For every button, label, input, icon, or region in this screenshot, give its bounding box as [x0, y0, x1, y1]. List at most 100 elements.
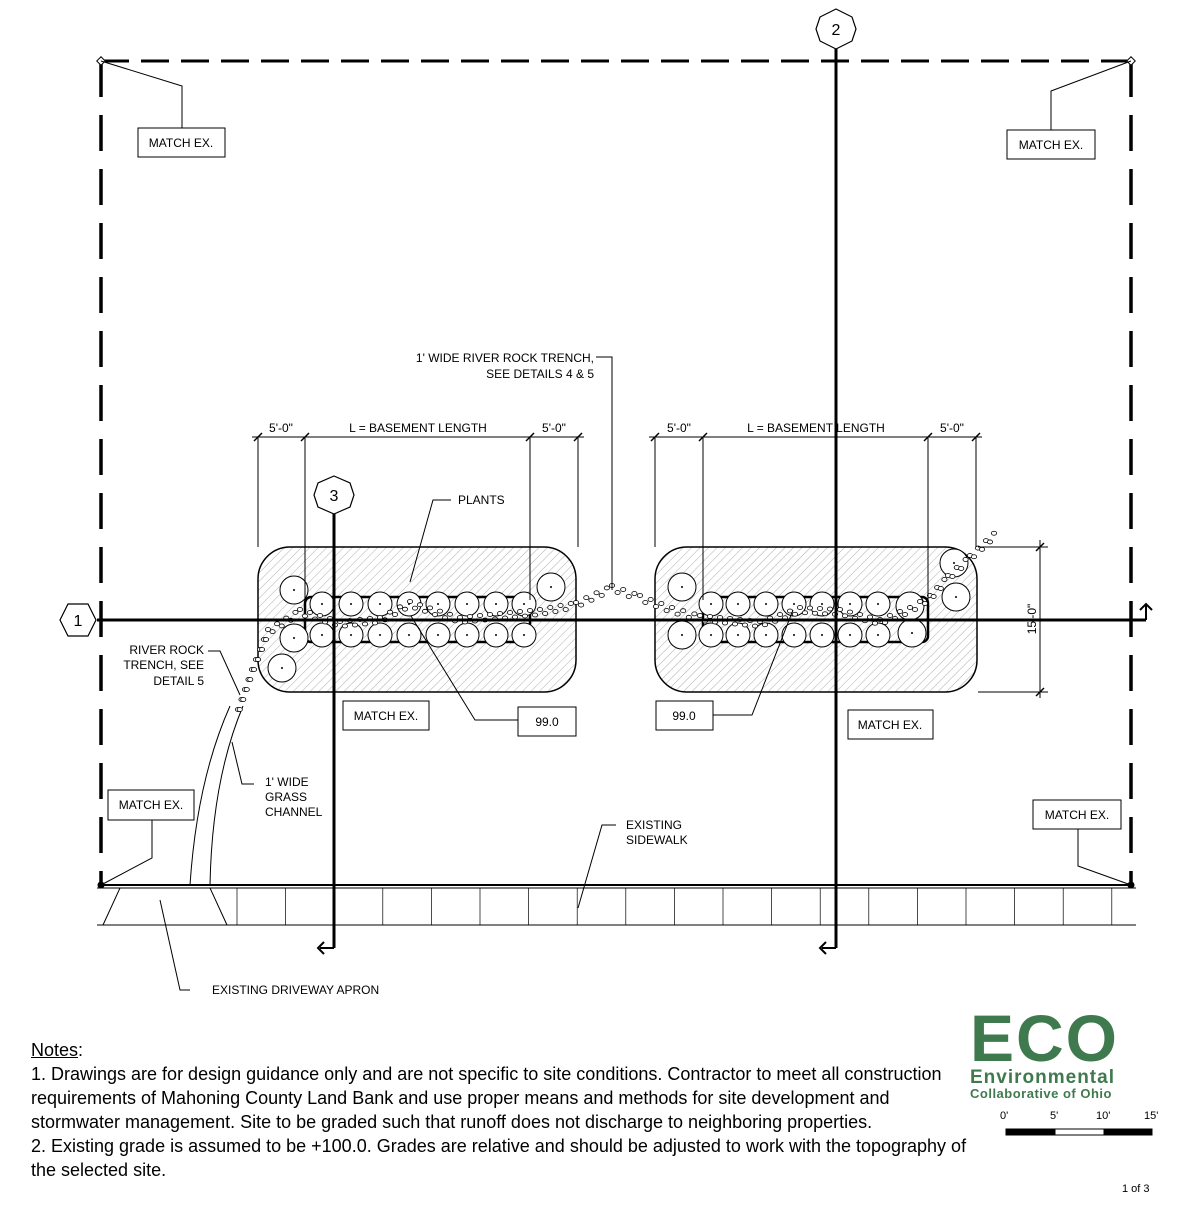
rock [732, 621, 739, 627]
dimension-lines [252, 432, 1048, 698]
rock [401, 606, 408, 612]
rock [250, 667, 257, 672]
plant-symbol [725, 591, 751, 617]
section-3-tag: 3 [330, 488, 339, 505]
grass-channel-callout-1: 1' WIDE [265, 775, 309, 789]
rock [547, 605, 554, 610]
rock [958, 566, 965, 571]
section-1-tag: 1 [74, 613, 83, 630]
rock [431, 612, 438, 617]
rock [697, 613, 704, 618]
rock [817, 606, 824, 611]
scale-label-0: 0' [1000, 1110, 1009, 1122]
rock [243, 687, 250, 692]
rock [722, 620, 729, 626]
rock [247, 677, 254, 682]
rock [301, 613, 308, 619]
rock [466, 614, 473, 619]
scale-label-10: 10' [1096, 1110, 1111, 1122]
sidewalk-callout-1: EXISTING [626, 818, 682, 832]
plant-symbol [454, 622, 480, 648]
plant-symbol [939, 548, 969, 578]
rock [396, 604, 403, 610]
rock [476, 613, 483, 618]
section-line-3 [313, 475, 355, 955]
rock [411, 605, 418, 611]
rock [930, 594, 937, 599]
rock [236, 707, 243, 712]
rock [949, 574, 956, 579]
grass-channel-callout-2: GRASS [265, 790, 307, 804]
rock [674, 611, 681, 617]
scale-labels: 0' 5' 10' 15' [1000, 1110, 1170, 1124]
rock [902, 612, 909, 617]
logo-environmental: Environmental [970, 1067, 1115, 1088]
rock [496, 611, 503, 616]
rock [552, 609, 559, 614]
rock [436, 608, 443, 614]
trench-callout-line-1: 1' WIDE RIVER ROCK TRENCH, [416, 351, 594, 365]
plant-symbol [837, 591, 863, 617]
river-rock-callout-1: RIVER ROCK [129, 643, 204, 657]
rock [897, 609, 904, 614]
rock [506, 610, 513, 615]
rock [653, 604, 660, 609]
rock [887, 613, 894, 618]
dim-basement-2: L = BASEMENT LENGTH [747, 421, 885, 435]
rock [917, 599, 924, 604]
label-boxes [107, 127, 1122, 830]
notes-colon: : [78, 1040, 84, 1060]
dim-5ft-4: 5'-0" [940, 421, 964, 435]
logo-eco: ECO [970, 1001, 1120, 1075]
dim-basement-1: L = BASEMENT LENGTH [349, 421, 487, 435]
rock [802, 610, 809, 616]
rock [812, 610, 819, 616]
section-line-1 [59, 602, 1153, 637]
rock [847, 609, 854, 615]
rock [979, 546, 986, 552]
grass-channel [102, 705, 244, 926]
plant-symbol [338, 591, 364, 617]
rock [361, 621, 368, 627]
plant-symbol [279, 575, 309, 605]
plant-symbol [483, 591, 509, 617]
plant-symbol [865, 591, 891, 617]
rock [614, 590, 621, 595]
section-2-tag: 2 [832, 22, 841, 39]
match-ex-top-right: MATCH EX. [1019, 138, 1083, 152]
plant-symbol [279, 623, 309, 653]
plant-symbol [698, 622, 724, 648]
grade-99-right: 99.0 [672, 709, 696, 723]
rock [269, 629, 276, 635]
existing-sidewalk [97, 887, 1136, 926]
rock [792, 611, 799, 617]
dim-15ft: 15'-0" [1025, 604, 1039, 635]
plant-symbol [536, 572, 566, 602]
scale-bar [1005, 1128, 1153, 1136]
section-line-2 [815, 8, 857, 955]
match-ex-bottom-right: MATCH EX. [1045, 808, 1109, 822]
rock [537, 607, 544, 612]
river-rock-callout-2: TRENCH, SEE [123, 658, 204, 672]
trench-callout-line-2: SEE DETAILS 4 & 5 [486, 367, 594, 381]
plant-symbol [865, 622, 891, 648]
sidewalk-callout-2: SIDEWALK [626, 833, 688, 847]
dim-5ft-3: 5'-0" [667, 421, 691, 435]
driveway-callout: EXISTING DRIVEWAY APRON [212, 983, 379, 997]
rock [872, 620, 879, 626]
rock [797, 605, 804, 610]
rock [240, 697, 247, 702]
rock [416, 602, 423, 608]
dim-5ft-1: 5'-0" [269, 421, 293, 435]
plant-symbol [367, 622, 393, 648]
rock [386, 609, 393, 615]
rock [292, 609, 299, 615]
rock [827, 606, 834, 612]
rock [752, 623, 759, 629]
rock [620, 587, 627, 592]
rock [842, 613, 849, 619]
rock [937, 586, 944, 591]
rock [351, 622, 358, 628]
rock [573, 600, 580, 605]
rock [426, 605, 433, 611]
